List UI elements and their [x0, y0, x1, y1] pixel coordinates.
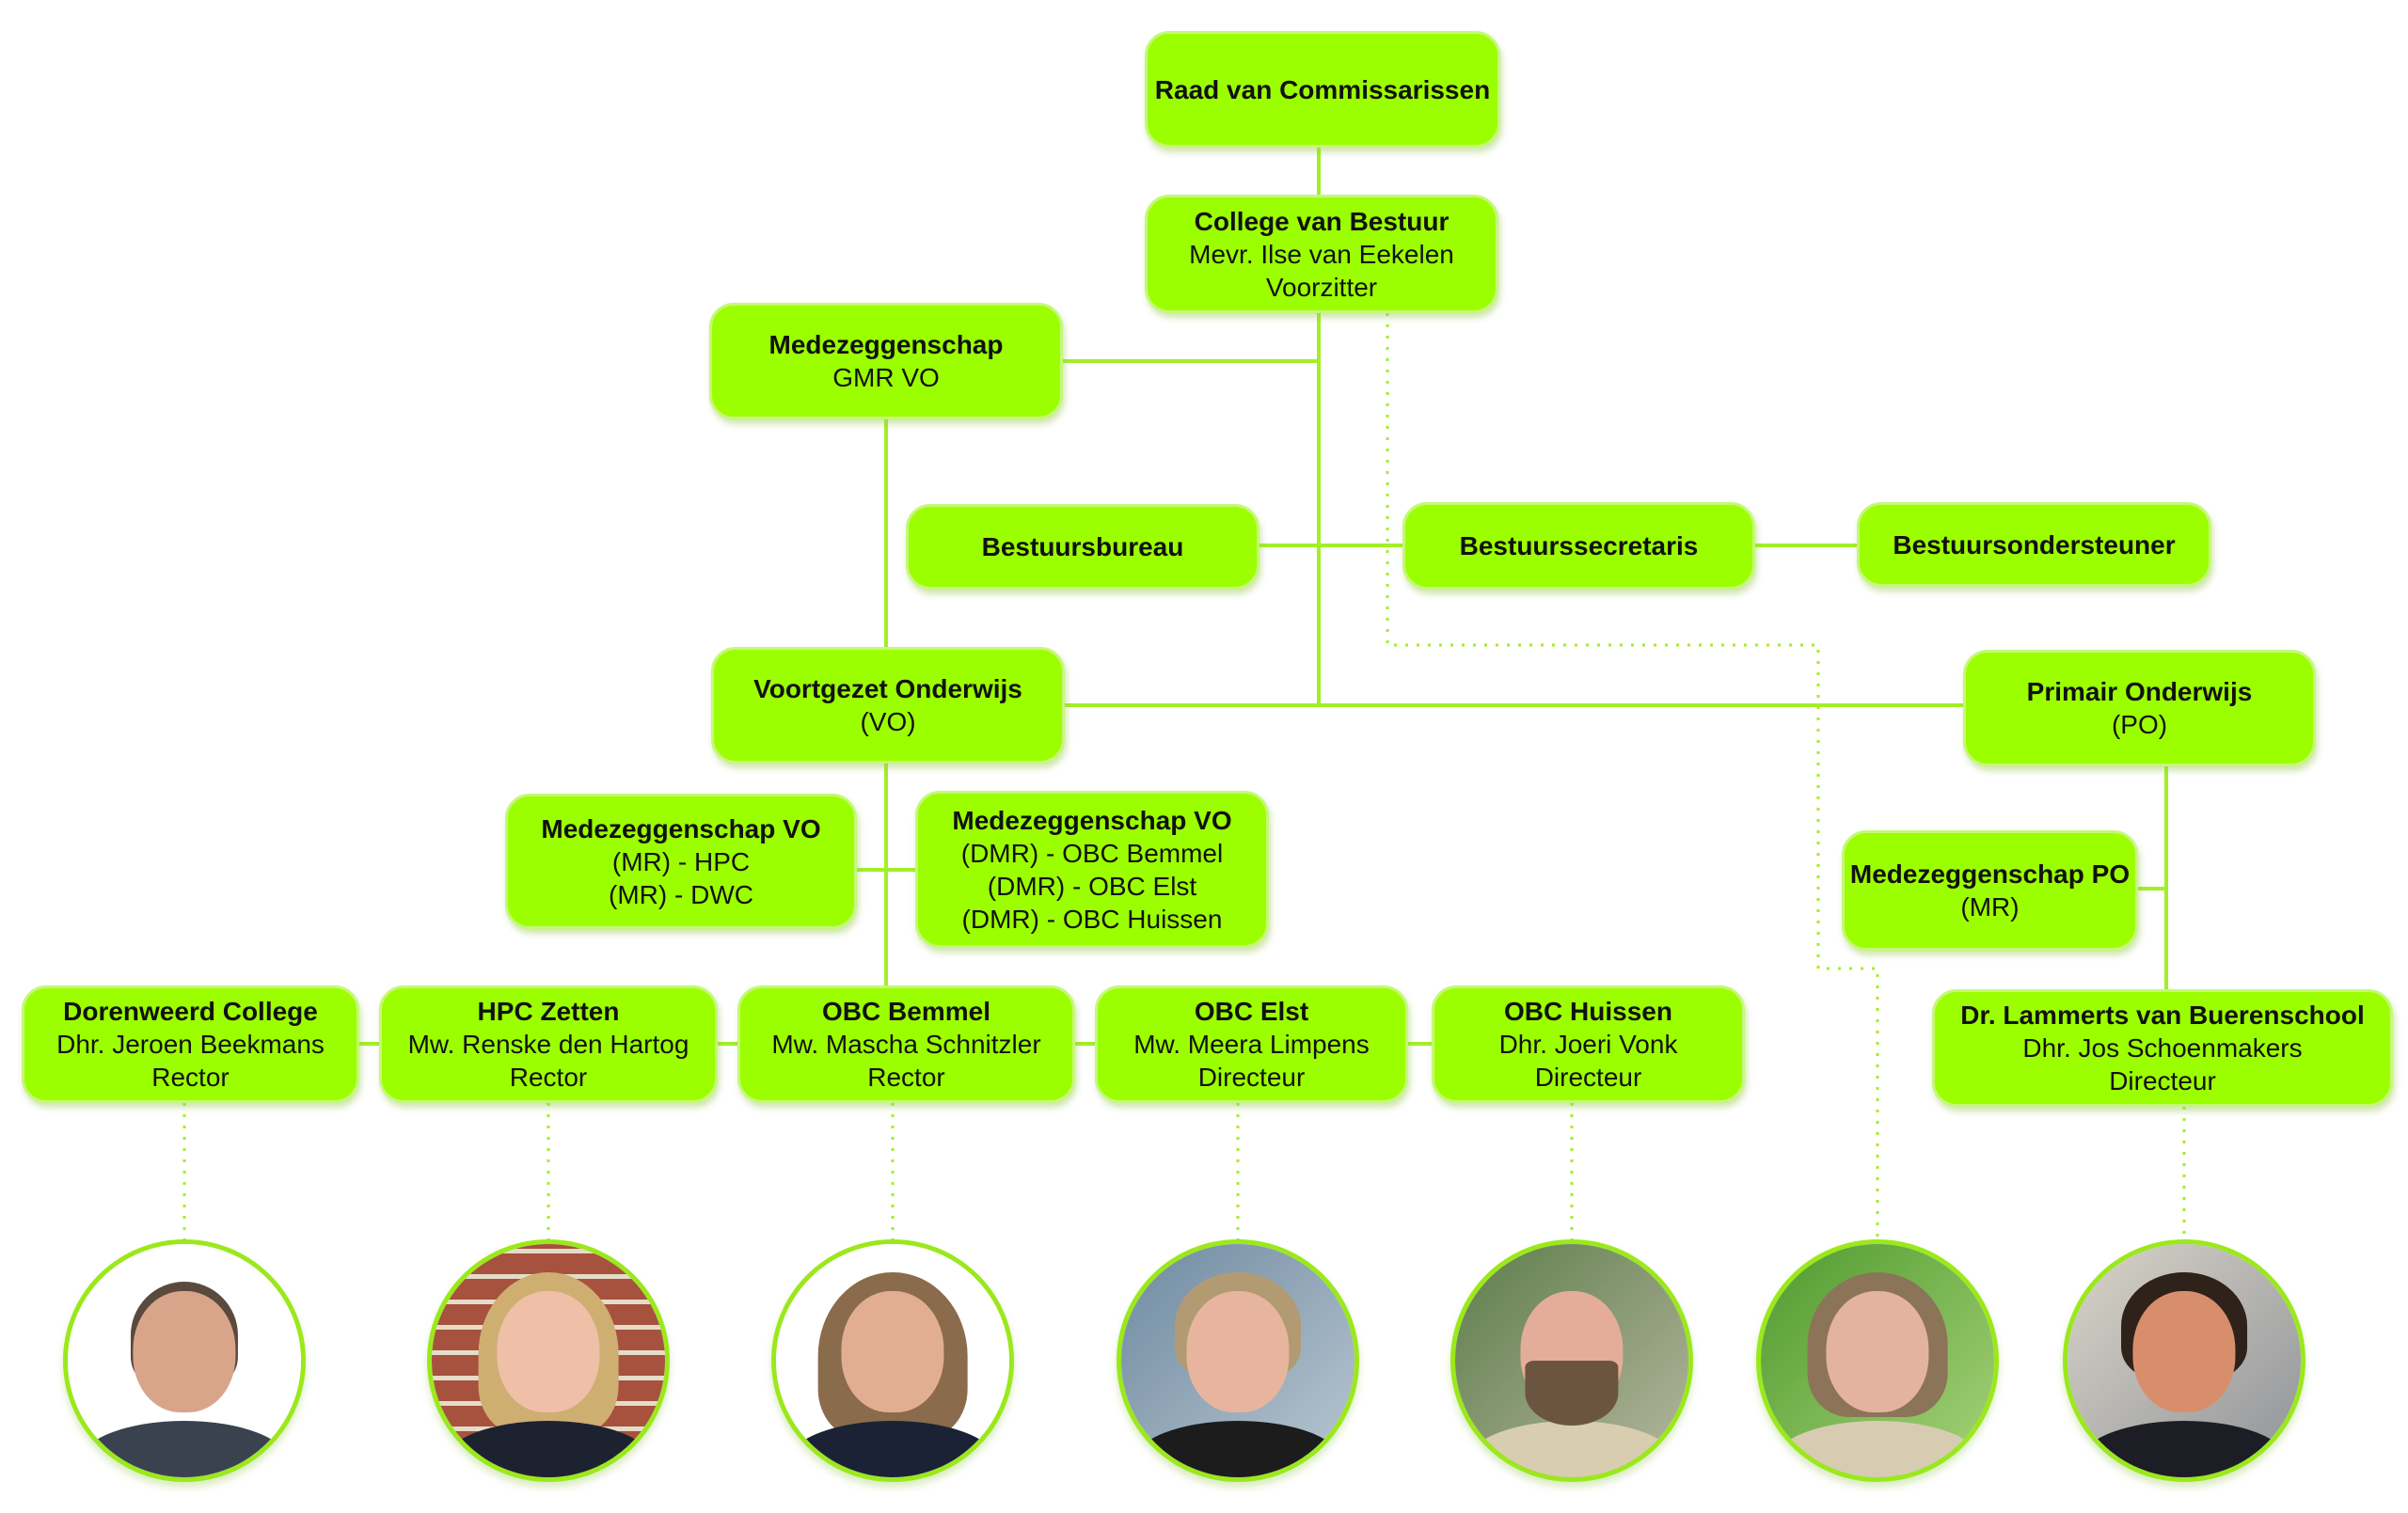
node-subtitle: Directeur: [1534, 1063, 1642, 1092]
node-subtitle: (VO): [860, 707, 916, 736]
node-subtitle: Voorzitter: [1265, 272, 1378, 302]
node-subtitle: Mw. Meera Limpens: [1133, 1030, 1370, 1059]
node-subtitle: Mw. Mascha Schnitzler: [771, 1030, 1041, 1059]
node-subtitle: Rector: [151, 1063, 230, 1092]
node-subtitle: (DMR) - OBC Elst: [987, 871, 1197, 901]
node-subtitle: Dhr. Joeri Vonk: [1498, 1030, 1678, 1059]
node-title: Medezeggenschap PO: [1849, 859, 2131, 889]
node-title: Bestuursondersteuner: [1893, 529, 2176, 559]
node-title: College van Bestuur: [1194, 206, 1450, 236]
node-title: Voortgezet Onderwijs: [753, 674, 1022, 703]
node-voortgezet-onderwijs[interactable]: Voortgezet Onderwijs (VO): [711, 647, 1065, 764]
node-subtitle: Directeur: [1197, 1063, 1306, 1092]
avatar-jos-schoenmakers: [2063, 1239, 2305, 1482]
node-title: OBC Bemmel: [822, 997, 990, 1026]
node-title: Raad van Commissarissen: [1154, 74, 1491, 104]
node-subtitle: Dhr. Jeroen Beekmans: [56, 1030, 325, 1059]
avatar-bestuurssecretaris: [1756, 1239, 1999, 1482]
node-subtitle: GMR VO: [832, 363, 940, 392]
avatar-jeroen-beekmans: [63, 1239, 306, 1482]
node-subtitle: (PO): [2111, 710, 2168, 739]
node-subtitle: (MR) - DWC: [609, 879, 753, 909]
node-subtitle: Mevr. Ilse van Eekelen: [1189, 239, 1454, 269]
node-raad-van-commissarissen[interactable]: Raad van Commissarissen: [1145, 31, 1500, 148]
node-subtitle: Rector: [509, 1063, 588, 1092]
node-title: Medezeggenschap VO: [541, 813, 821, 843]
node-bestuursbureau[interactable]: Bestuursbureau: [906, 504, 1259, 590]
avatar-mascha-schnitzler: [771, 1239, 1014, 1482]
node-title: OBC Huissen: [1504, 997, 1672, 1026]
node-subtitle: (MR): [1960, 892, 2020, 922]
node-bestuursondersteuner[interactable]: Bestuursondersteuner: [1857, 502, 2211, 587]
node-medezeggenschap-vo-mr[interactable]: Medezeggenschap VO(MR) - HPC(MR) - DWC: [505, 794, 857, 929]
node-title: Bestuursbureau: [981, 532, 1184, 561]
node-subtitle: (DMR) - OBC Huissen: [961, 904, 1223, 934]
node-primair-onderwijs[interactable]: Primair Onderwijs (PO): [1963, 650, 2316, 766]
avatar-meera-limpens: [1117, 1239, 1359, 1482]
node-title: Medezeggenschap VO: [952, 805, 1232, 835]
node-medezeggenschap-po[interactable]: Medezeggenschap PO(MR): [1842, 830, 2138, 951]
avatar-renske-den-hartog: [427, 1239, 670, 1482]
node-title: Bestuurssecretaris: [1459, 531, 1699, 560]
node-title: HPC Zetten: [477, 997, 620, 1026]
node-title: Dr. Lammerts van Buerenschool: [1960, 1001, 2365, 1030]
avatar-joeri-vonk: [1450, 1239, 1693, 1482]
node-subtitle: (DMR) - OBC Bemmel: [960, 838, 1224, 868]
node-subtitle: Mw. Renske den Hartog: [407, 1030, 689, 1059]
node-title: OBC Elst: [1194, 997, 1309, 1026]
node-subtitle: Rector: [867, 1063, 945, 1092]
node-title: Dorenweerd College: [63, 997, 318, 1026]
node-subtitle: Directeur: [2109, 1066, 2216, 1095]
node-subtitle: Dhr. Jos Schoenmakers: [2022, 1033, 2303, 1063]
node-title: Medezeggenschap: [768, 330, 1004, 359]
node-title: Primair Onderwijs: [2026, 677, 2253, 706]
node-medezeggenschap-vo-dmr[interactable]: Medezeggenschap VO(DMR) - OBC Bemmel(DMR…: [915, 791, 1269, 948]
node-subtitle: (MR) - HPC: [611, 846, 751, 876]
node-bestuurssecretaris[interactable]: Bestuurssecretaris: [1402, 502, 1755, 590]
